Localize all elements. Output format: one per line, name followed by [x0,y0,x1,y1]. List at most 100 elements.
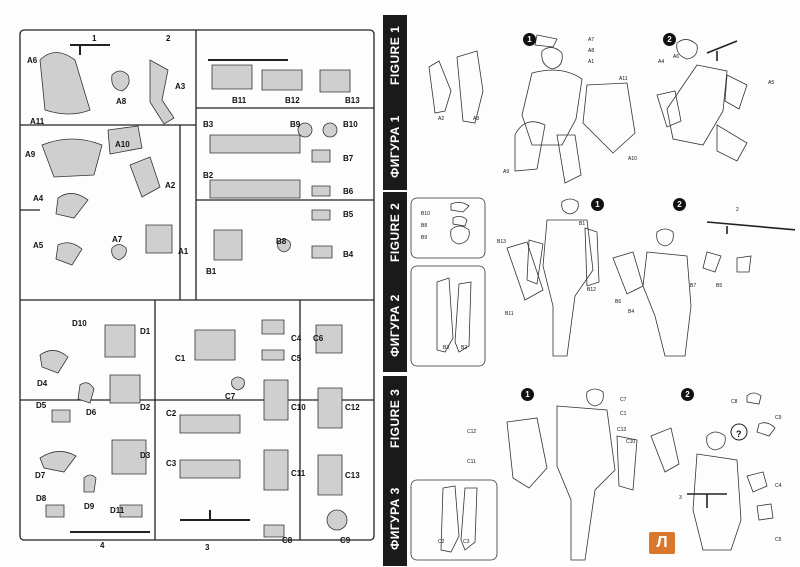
part-label-c5: C5 [291,354,302,363]
label-c11: C11 [467,459,476,465]
label-a3: A3 [473,116,480,122]
step-2-marker: 2 [673,198,686,211]
part-label-b7: B7 [343,154,354,163]
part-label-c4: C4 [291,334,302,343]
label-a10: A10 [628,156,637,162]
sprue-diagram: 1 2 3 4 A6 A8 A3 A11 A10 A9 A2 A4 A7 A5 … [0,0,384,567]
part-label-a5: A5 [33,241,44,250]
label-c1: C1 [620,411,627,417]
part-label-c7: C7 [225,392,236,401]
part-label-c13: C13 [345,471,360,480]
label-c9: C9 [775,415,782,421]
part-label-c10: C10 [291,403,306,412]
label-b8: B8 [421,223,428,229]
label-b11: B11 [505,311,514,317]
label-b12: B12 [587,287,596,293]
part-label-d1: D1 [140,327,151,336]
part-label-a10: A10 [115,140,130,149]
part-label-c3: C3 [166,459,177,468]
part-label-a3: A3 [175,82,186,91]
label-b1: B1 [579,221,586,227]
part-number-label: 3 [205,543,210,552]
part-label-b3: B3 [203,120,214,129]
figure-3-sidebar [383,376,407,566]
part-label-a11: A11 [30,117,45,126]
label-a5: A5 [768,80,775,86]
label-b7: B7 [690,283,697,289]
part-label-b6: B6 [343,187,354,196]
label-c3: C3 [463,539,470,545]
label-weapon-3: 3 [679,495,682,501]
part-label-d3: D3 [140,451,151,460]
step-1-marker: 1 [591,198,604,211]
figure-1-panel: FIGURE 1 ФИГУРА 1 1 2 [383,15,795,190]
label-a2: A2 [438,116,445,122]
part-label-d5: D5 [36,401,47,410]
part-label-a6: A6 [27,56,38,65]
step-2-marker: 2 [663,33,676,46]
part-label-d2: D2 [140,403,151,412]
figure-2-sidebar [383,192,407,372]
part-label-d8: D8 [36,494,47,503]
part-label-a9: A9 [25,150,36,159]
label-c10: C10 [626,439,636,445]
part-label-b8: B8 [276,237,287,246]
part-label-d7: D7 [35,471,46,480]
part-label-d9: D9 [84,502,95,511]
label-a8: A8 [588,48,595,54]
figure-3-panel: FIGURE 3 ФИГУРА 3 [383,376,795,566]
part-label-d11: D11 [110,506,125,515]
question-mark: ? [736,429,742,439]
label-b9: B9 [421,235,428,241]
label-a6: A6 [673,54,680,60]
part-label-c2: C2 [166,409,177,418]
part-label-c12: C12 [345,403,360,412]
part-number-label: 2 [166,34,171,43]
part-label-b1: B1 [206,267,217,276]
part-label-d4: D4 [37,379,48,388]
part-label-b9: B9 [290,120,301,129]
part-label-b12: B12 [285,96,300,105]
figure-2-title-ru: ФИГУРА 2 [388,294,402,358]
label-a4: A4 [658,59,665,65]
label-c7: C7 [620,397,627,403]
part-label-c8: C8 [282,536,293,545]
part-label-c6: C6 [313,334,324,343]
part-label-b13: B13 [345,96,360,105]
label-a9: A9 [503,169,510,175]
figure-1-assembly-drawing [428,34,748,184]
label-c8: C8 [731,399,738,405]
figure-3-assembly-drawing [410,388,776,561]
figure-1-title-ru: ФИГУРА 1 [388,115,402,179]
label-b5: B5 [716,283,723,289]
part-label-a4: A4 [33,194,44,203]
figure-1-sidebar [383,15,407,190]
label-a7: A7 [588,37,595,43]
part-label-a7: A7 [112,235,123,244]
part-label-b4: B4 [343,250,354,259]
label-a1: A1 [588,59,595,65]
figure-2-panel: FIGURE 2 ФИГУРА 2 [383,192,795,372]
part-number-label: 1 [92,34,97,43]
label-weapon-2: 2 [736,207,739,213]
label-c5: C5 [775,537,782,543]
label-b6: B6 [615,299,622,305]
part-label-d6: D6 [86,408,97,417]
step-1-marker: 1 [521,388,534,401]
figure-2-title-en: FIGURE 2 [388,202,402,262]
step-2-marker: 2 [681,388,694,401]
part-label-d10: D10 [72,319,87,328]
label-c2: C2 [438,539,445,545]
label-c12: C12 [467,429,477,435]
part-label-c1: C1 [175,354,186,363]
figure-3-title-ru: ФИГУРА 3 [388,487,402,551]
part-label-c11: C11 [291,469,306,478]
figure-2-assembly-drawing [410,197,795,367]
part-label-a1: A1 [178,247,189,256]
publisher-logo: Л [649,532,675,554]
step-1-marker: 1 [523,33,536,46]
part-label-b5: B5 [343,210,354,219]
label-a11: A11 [619,76,628,82]
label-b13: B13 [497,239,506,245]
